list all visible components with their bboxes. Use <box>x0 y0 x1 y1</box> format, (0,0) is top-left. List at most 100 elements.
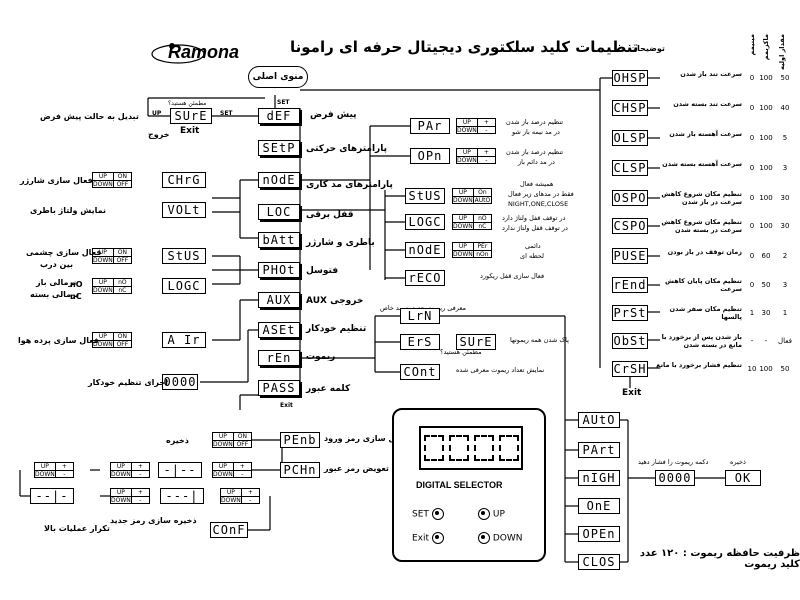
table-row-code[interactable]: OLSP <box>612 130 648 146</box>
def-exit-label: خروج <box>148 130 170 139</box>
remote-cont-note: نمایش تعداد ریموت معرفی شده <box>456 366 545 374</box>
table-row-min: 0 <box>749 164 755 172</box>
remote-capacity: ظرفیت حافظه ریموت : ۱۲۰ عدد کلید ریموت <box>639 548 800 570</box>
remote-sure[interactable]: SUrE <box>456 334 496 350</box>
selector-up-button[interactable]: UP <box>478 508 505 520</box>
remote-cont[interactable]: COnt <box>400 364 440 380</box>
table-row-min: 1 <box>749 309 755 317</box>
menu-phot[interactable]: PHOt <box>258 262 300 278</box>
menu-setp[interactable]: SEtP <box>258 140 300 156</box>
pass-digit2-control[interactable]: UP+DOWN- <box>34 462 74 478</box>
pchn-display[interactable]: PCHn <box>280 462 320 478</box>
menu-batt[interactable]: bAtt <box>258 232 300 248</box>
lock-stus[interactable]: StUS <box>405 188 445 204</box>
mode-par[interactable]: PAr <box>410 118 450 134</box>
menu-ren[interactable]: rEn <box>258 350 300 366</box>
def-sure-question: مطمئن هستید؟ <box>168 100 207 107</box>
table-row-max: 50 <box>761 281 771 289</box>
selector-exit-button[interactable]: Exit <box>412 532 444 544</box>
photo-logc-display[interactable]: LOGC <box>162 278 206 294</box>
remote-lrn[interactable]: LrN <box>400 308 440 324</box>
lock-logc-note1: در توقف قفل ولتاژ دارد <box>502 214 566 222</box>
mode-opn-control[interactable]: UP+DOWN- <box>456 148 496 164</box>
lock-logc[interactable]: LOGC <box>405 214 445 230</box>
def-sure[interactable]: SUrE <box>170 108 212 124</box>
pass-digit1[interactable]: -|-- <box>158 462 202 478</box>
photo-logc-no-label: نرمالی باز <box>36 278 77 287</box>
button-icon <box>431 532 444 544</box>
selector-set-button[interactable]: SET <box>412 508 444 520</box>
photo-stus-label2: بین درب <box>40 260 74 269</box>
table-row-code[interactable]: OHSP <box>612 70 648 86</box>
table-row-default: 2 <box>782 252 788 260</box>
mode-par-control[interactable]: UP+DOWN- <box>456 118 496 134</box>
mode-opn[interactable]: OPn <box>410 148 450 164</box>
penb-display[interactable]: PEnb <box>280 432 320 448</box>
pass-digit3-control[interactable]: UP+DOWN- <box>110 488 150 504</box>
table-header-default: مقدار اولیه <box>778 34 786 70</box>
table-row-code[interactable]: ObSt <box>612 333 648 349</box>
lock-stus-note3: NIGHT,ONE,CLOSE <box>508 200 569 208</box>
pass-digit4-control[interactable]: UP+DOWN- <box>220 488 260 504</box>
charger-display[interactable]: CHrG <box>162 172 206 188</box>
table-row-max: 100 <box>759 365 773 373</box>
pass-digit4[interactable]: ---| <box>160 488 204 504</box>
remote-mode-open[interactable]: OPEn <box>578 526 620 542</box>
remote-mode-part[interactable]: PArt <box>578 442 620 458</box>
charger-label: فعال سازی شارژر <box>20 176 93 185</box>
remote-ok-display[interactable]: OK <box>725 470 761 486</box>
table-row-code[interactable]: PrSt <box>612 305 648 321</box>
table-row-code[interactable]: CrSH <box>612 361 648 377</box>
table-row-min: 10 <box>747 365 757 373</box>
photo-logc-nc-label: نرمالی بسته <box>30 290 80 299</box>
table-row-code[interactable]: rEnd <box>612 277 648 293</box>
menu-aux[interactable]: AUX <box>258 292 300 308</box>
aset-display[interactable]: 0000 <box>162 374 198 390</box>
remote-mode-one[interactable]: OnE <box>578 498 620 514</box>
remote-ers[interactable]: ErS <box>400 334 440 350</box>
selector-caption: DIGITAL SELECTOR <box>416 480 503 490</box>
table-row-code[interactable]: CHSP <box>612 100 648 116</box>
remote-mode-clos[interactable]: CLOS <box>578 554 620 570</box>
lock-reco[interactable]: rECO <box>405 270 445 286</box>
aux-air-display[interactable]: A Ir <box>162 332 206 348</box>
menu-loc[interactable]: LOC <box>258 204 300 220</box>
table-row-code[interactable]: CSPO <box>612 218 648 234</box>
menu-aset[interactable]: ASEt <box>258 322 300 338</box>
pass-digit1-control[interactable]: UP+DOWN- <box>110 462 150 478</box>
volt-display[interactable]: VOLt <box>162 202 206 218</box>
table-header-max: ماکزیمم <box>762 34 770 61</box>
menu-def[interactable]: dEF <box>258 108 300 124</box>
menu-pass[interactable]: PASS <box>258 380 300 396</box>
remote-mode-auto[interactable]: AUtO <box>578 412 620 428</box>
lock-node[interactable]: nOdE <box>405 242 445 258</box>
penb-label: فعال سازی رمز ورود <box>324 434 409 443</box>
remote-mode-nigh[interactable]: nIGH <box>578 470 620 486</box>
table-row-code[interactable]: CLSP <box>612 160 648 176</box>
menu-node[interactable]: nOdE <box>258 172 300 188</box>
table-row-desc: تنظیم مکان شروع کاهش سرعت در بسته شدن <box>661 218 742 234</box>
table-row-code[interactable]: OSPO <box>612 190 648 206</box>
table-row-desc: تنظیم مکان شروع کاهش سرعت در باز شدن <box>661 190 742 206</box>
table-row-desc: سرعت تند بسته شدن <box>673 100 742 108</box>
pass-digit3[interactable]: --|- <box>30 488 74 504</box>
table-row-min: 0 <box>749 104 755 112</box>
table-row-desc: تنظیم فشار برخورد با مانع <box>656 361 742 369</box>
digit-icon <box>448 435 469 461</box>
pchn-control[interactable]: UP+DOWN- <box>212 462 252 478</box>
photo-stus-display[interactable]: StUS <box>162 248 206 264</box>
conf-display[interactable]: COnF <box>210 522 248 538</box>
def-up-tag: UP <box>152 110 162 117</box>
remote-code-display[interactable]: 0000 <box>655 470 695 486</box>
photo-stus-label1: فعال سازی چشمی <box>26 248 102 257</box>
selector-down-button[interactable]: DOWN <box>478 532 523 544</box>
table-row-code[interactable]: PUSE <box>612 248 648 264</box>
